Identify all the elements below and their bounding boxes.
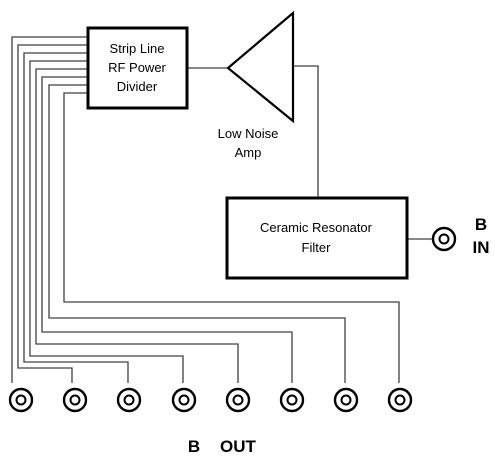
output-connector-7 xyxy=(333,387,359,413)
amplifier-label-2: Amp xyxy=(235,145,262,160)
output-connector-6 xyxy=(279,387,305,413)
input-label-in: IN xyxy=(473,238,490,257)
filter-label-1: Ceramic Resonator xyxy=(260,220,373,235)
output-label-out: OUT xyxy=(220,437,257,456)
output-wire-2 xyxy=(17,44,88,383)
output-connector-8 xyxy=(387,387,413,413)
output-wire-8 xyxy=(63,92,400,383)
output-wire-4 xyxy=(29,60,184,383)
filter-to-amp-wire xyxy=(293,65,319,197)
input-connector xyxy=(431,226,457,252)
power-divider-label-3: Divider xyxy=(117,79,158,94)
filter-label-2: Filter xyxy=(302,240,332,255)
output-connector-2 xyxy=(62,387,88,413)
output-connectors xyxy=(8,387,413,413)
power-divider-box xyxy=(86,26,189,110)
output-wire-5 xyxy=(35,68,239,383)
output-wires xyxy=(11,36,400,383)
output-label-b: B xyxy=(188,437,200,456)
power-divider-label-1: Strip Line xyxy=(110,41,165,56)
output-wire-7 xyxy=(48,84,346,383)
output-connector-4 xyxy=(171,387,197,413)
filter-box xyxy=(225,196,409,280)
output-wire-3 xyxy=(23,52,129,383)
input-label-b: B xyxy=(475,215,487,234)
amplifier-symbol xyxy=(226,10,295,124)
output-connector-5 xyxy=(225,387,251,413)
amplifier-label-1: Low Noise xyxy=(218,126,279,141)
output-wire-1 xyxy=(11,36,88,383)
output-wire-6 xyxy=(41,76,293,383)
output-connector-3 xyxy=(116,387,142,413)
output-connector-1 xyxy=(8,387,34,413)
power-divider-label-2: RF Power xyxy=(108,60,166,75)
